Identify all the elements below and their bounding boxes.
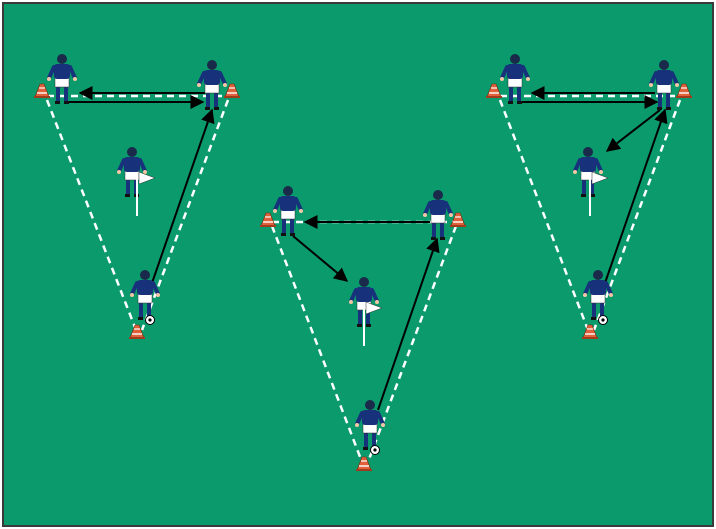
- ball: [146, 316, 155, 325]
- ball: [599, 316, 608, 325]
- ball: [371, 446, 380, 455]
- pitch-background: [3, 3, 713, 526]
